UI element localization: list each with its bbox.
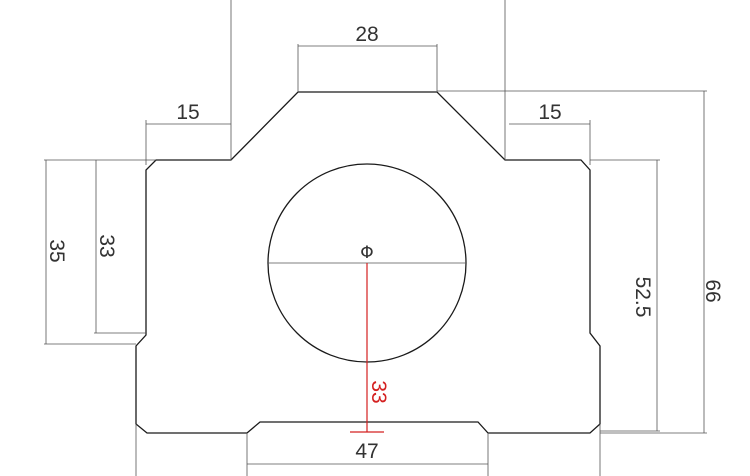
- right-shoulder-dimension: 15: [509, 101, 591, 165]
- right-height-label: 52.5: [631, 277, 654, 318]
- total-height-dimension: 66: [437, 90, 724, 434]
- total-height-label: 66: [701, 279, 724, 302]
- left-shoulder-label: 15: [176, 101, 199, 124]
- hole-offset-label: 33: [367, 380, 390, 403]
- left-inner-height-label: 33: [95, 234, 118, 257]
- diameter-symbol: Φ: [360, 243, 373, 263]
- part-outline: [135, 91, 601, 434]
- bottom-width-dimension: 47: [246, 433, 489, 476]
- left-outer-height-label: 35: [45, 239, 68, 262]
- right-height-dimension: 52.5: [590, 159, 660, 432]
- top-width-dimension: 28: [297, 23, 438, 92]
- right-shoulder-label: 15: [538, 101, 561, 124]
- top-width-label: 28: [355, 23, 378, 46]
- left-outer-height-dimension: 35: [44, 159, 156, 345]
- bottom-width-label: 47: [355, 440, 378, 463]
- left-shoulder-dimension: 15: [145, 101, 231, 165]
- left-inner-height-dimension: 33: [94, 160, 146, 334]
- hole-offset-dimension: 33: [350, 263, 390, 433]
